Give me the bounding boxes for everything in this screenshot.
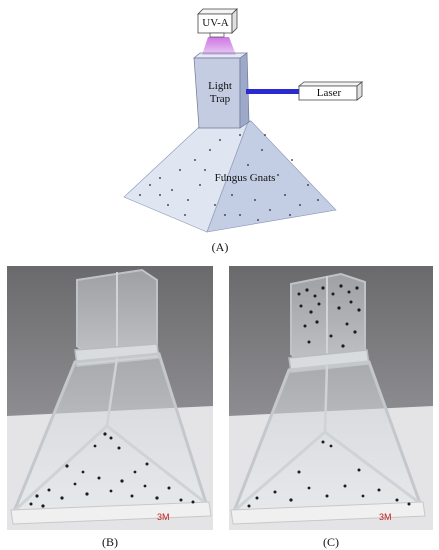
panel-label-c: (C) (323, 535, 339, 549)
gnat-dots (139, 134, 319, 221)
uv-glow (202, 37, 236, 55)
svg-text:3M: 3M (157, 512, 170, 522)
uv-label: UV-A (202, 17, 229, 29)
trap-label-line1: Light (208, 80, 232, 92)
light-trap-box (193, 52, 250, 129)
photo-b: 3M (7, 266, 213, 530)
light-trap-diagram (123, 8, 364, 233)
laser-box (297, 81, 364, 101)
laser-label: Laser (316, 87, 342, 99)
trap-label-line2: Trap (209, 93, 231, 105)
photo-c: 3M (229, 266, 433, 530)
panel-label-b: (B) (102, 535, 118, 549)
fungus-gnats-label: Fungus Gnats (214, 172, 276, 184)
laser-beam (246, 89, 300, 94)
panel-label-a: (A) (211, 240, 229, 254)
svg-text:3M: 3M (379, 512, 392, 522)
uv-lamp-box (197, 8, 238, 38)
photo-c-illustration: 3M (229, 266, 433, 530)
photo-b-illustration: 3M (7, 266, 213, 530)
